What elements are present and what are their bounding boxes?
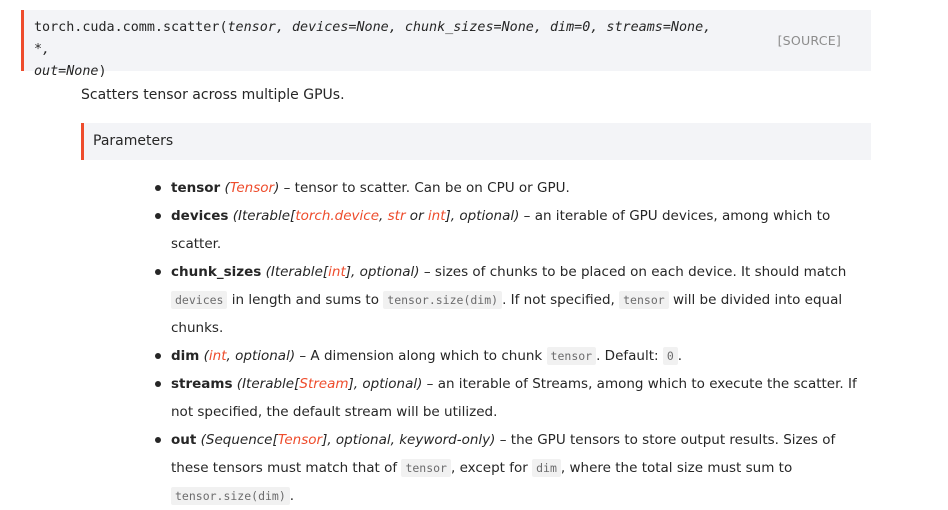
function-description: Scatters tensor across multiple GPUs. [81,87,345,103]
function-signature: torch.cuda.comm.scatter(tensor, devices=… [21,10,871,79]
param-description: . If not specified, [502,292,620,308]
param-name: streams [171,376,233,392]
param-tensor: tensor (Tensor) – tensor to scatter. Can… [155,174,871,202]
parameters-list: tensor (Tensor) – tensor to scatter. Can… [155,174,871,510]
param-description: . [289,488,295,504]
source-link[interactable]: [SOURCE] [777,33,841,48]
param-type-text: , optional) [226,348,296,364]
param-name: out [171,432,197,448]
inline-code: tensor.size(dim) [171,487,290,505]
signature-args-line1: tensor, devices=None, chunk_sizes=None, … [34,20,712,57]
parameters-heading: Parameters [81,123,871,160]
type-link-torch-device[interactable]: torch.device [295,208,380,224]
type-link-tensor[interactable]: Tensor [277,432,323,448]
param-description: will be divided into equal chunks. [171,292,843,336]
param-type-text: (Iterable[ [232,376,300,392]
param-description: – the GPU tensors to store output result… [171,432,836,476]
signature-args-line2: out=None [34,64,99,79]
type-link-tensor[interactable]: Tensor [229,180,275,196]
param-devices: devices (Iterable[torch.device, str or i… [155,202,871,258]
param-type-text: ], optional) [348,376,423,392]
inline-code: tensor [619,291,669,309]
signature-close-paren: ) [98,64,107,79]
type-link-stream[interactable]: Stream [299,376,349,392]
param-description: . [677,348,683,364]
inline-code: tensor.size(dim) [383,291,503,309]
type-link-int[interactable]: int [208,348,227,364]
param-description: – sizes of chunks to be placed on each d… [419,264,847,280]
param-type-close: ) [274,180,280,196]
param-type-text: ], optional, keyword-only) [322,432,496,448]
param-type-text: or [405,208,428,224]
param-name: devices [171,208,229,224]
inline-code: tensor [401,459,451,477]
param-description: in length and sums to [227,292,384,308]
type-link-int[interactable]: int [328,264,346,280]
inline-code: tensor [546,347,597,365]
parameters-heading-label: Parameters [93,133,174,149]
param-type-text: ], optional) [445,208,520,224]
function-qualname: torch.cuda.comm.scatter [34,20,220,35]
param-chunk-sizes: chunk_sizes (Iterable[int], optional) – … [155,258,871,342]
param-type-text: ], optional) [345,264,420,280]
inline-code: dim [532,459,561,477]
param-description: – an iterable of Streams, among which to… [171,376,857,420]
param-description: – tensor to scatter. Can be on CPU or GP… [279,180,570,196]
param-dim: dim (int, optional) – A dimension along … [155,342,871,370]
param-name: dim [171,348,200,364]
signature-open-paren: ( [219,20,228,35]
param-type-text: (Iterable[ [261,264,329,280]
param-type-text: (Iterable[ [228,208,296,224]
param-description: – an iterable of GPU devices, among whic… [171,208,831,252]
param-type-open: ( [220,180,230,196]
param-name: tensor [171,180,221,196]
param-type-text: , [379,208,388,224]
param-description: , where the total size must sum to [560,460,793,476]
type-link-str[interactable]: str [387,208,406,224]
inline-code: 0 [662,347,678,365]
param-streams: streams (Iterable[Stream], optional) – a… [155,370,871,426]
param-name: chunk_sizes [171,264,262,280]
inline-code: devices [171,291,228,309]
param-type-text: (Sequence[ [196,432,278,448]
param-out: out (Sequence[Tensor], optional, keyword… [155,426,871,510]
param-description: , except for [450,460,533,476]
type-link-int[interactable]: int [427,208,446,224]
param-description: . Default: [596,348,663,364]
param-type-text: ( [199,348,209,364]
param-description: – A dimension along which to chunk [295,348,547,364]
